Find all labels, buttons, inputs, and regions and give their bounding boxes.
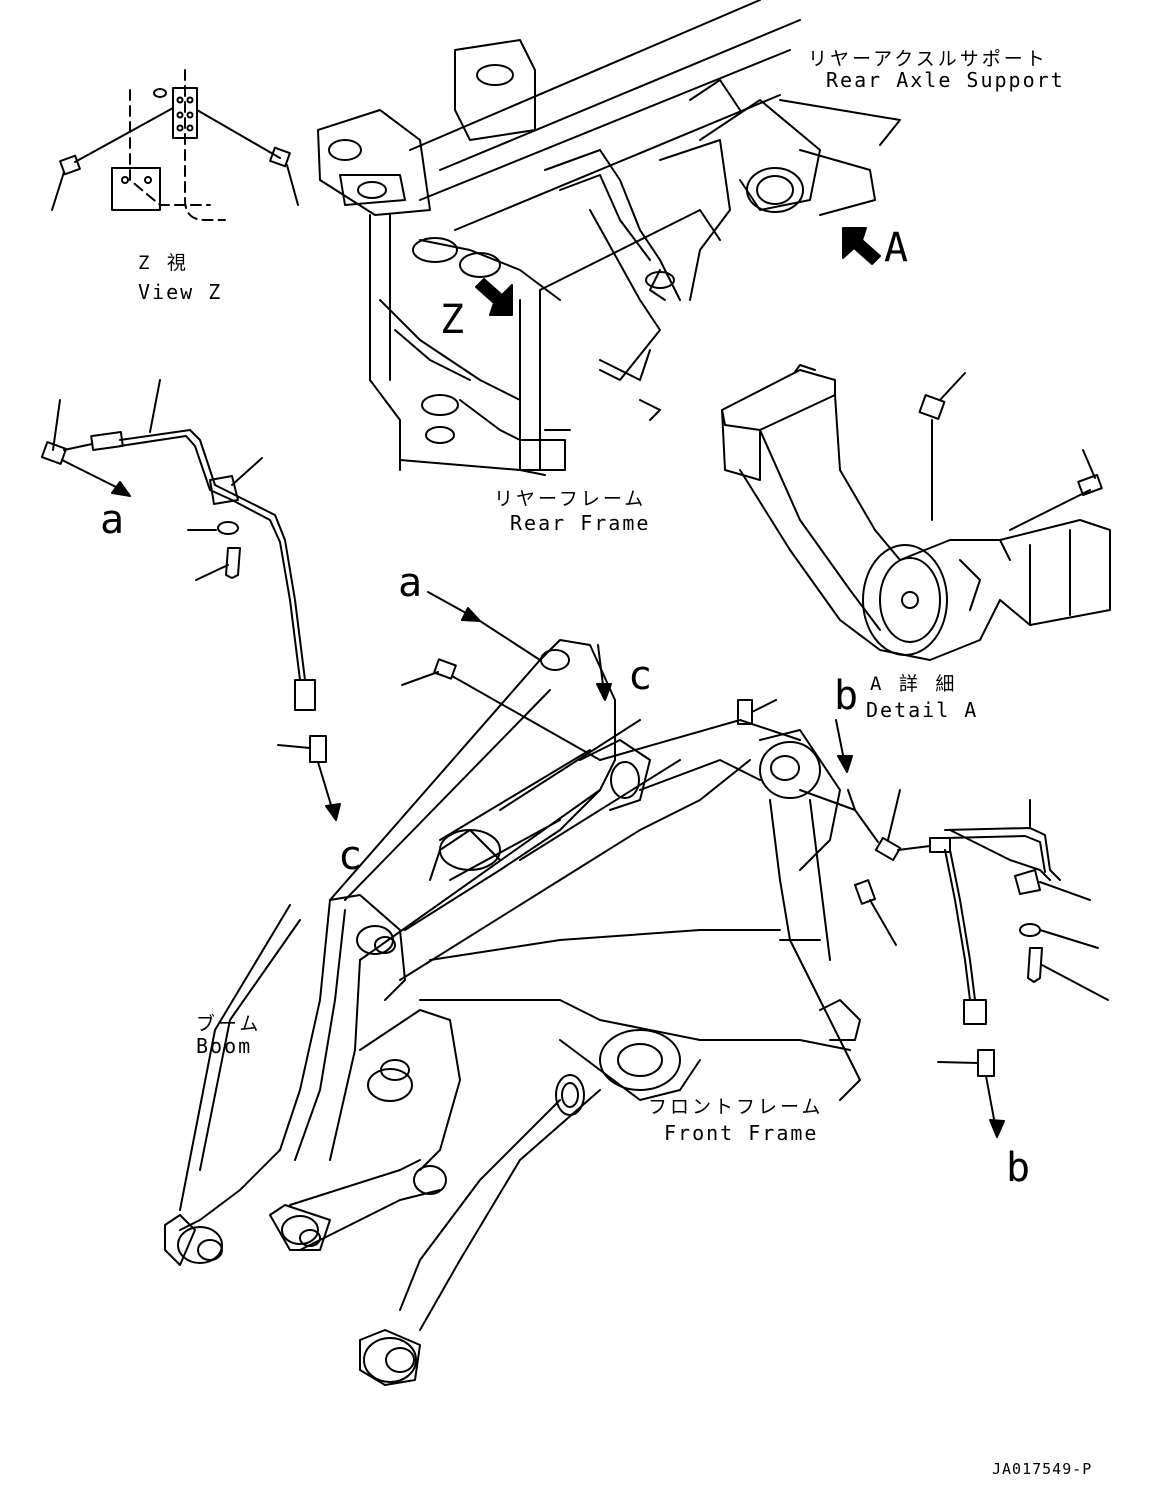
boom-caption-jp: ブーム <box>196 1013 262 1035</box>
view-z-caption-en: View Z <box>138 280 223 304</box>
connector-marker-c-top: c <box>628 653 653 699</box>
grease-line-a-c <box>40 379 341 821</box>
view-z-caption-jp: Z 視 <box>138 252 189 274</box>
detail-a-caption-jp: A 詳 細 <box>870 673 958 695</box>
front-fittings <box>401 591 777 761</box>
connector-marker-c-bottom: c <box>338 833 363 879</box>
view-marker-z: Z <box>440 297 465 343</box>
drawing-number: JA017549-P <box>992 1460 1093 1478</box>
front-frame-and-boom <box>164 639 861 1386</box>
front-frame-caption-en: Front Frame <box>664 1121 819 1145</box>
rear-axle-support-caption-jp: リヤーアクスルサポート <box>808 48 1048 70</box>
connector-marker-b-top: b <box>834 673 859 719</box>
rear-axle-support-detail <box>721 364 1111 661</box>
connector-marker-a-top: a <box>398 560 423 606</box>
grease-line-b <box>799 719 1109 1138</box>
rear-axle-support-caption-en: Rear Axle Support <box>826 68 1065 92</box>
rear-frame-caption-en: Rear Frame <box>510 511 651 535</box>
view-z-detail <box>51 69 299 221</box>
boom-caption-en: Boom <box>196 1034 253 1058</box>
connector-marker-a-left: a <box>100 497 125 543</box>
front-frame-caption-jp: フロントフレーム <box>648 1096 824 1118</box>
detail-a-caption-en: Detail A <box>866 698 979 722</box>
connector-marker-b-bottom: b <box>1006 1145 1031 1191</box>
rear-frame-drawing <box>317 0 901 476</box>
rear-frame-caption-jp: リヤーフレーム <box>494 488 647 510</box>
view-arrows <box>475 227 881 316</box>
view-marker-a: A <box>884 225 909 271</box>
